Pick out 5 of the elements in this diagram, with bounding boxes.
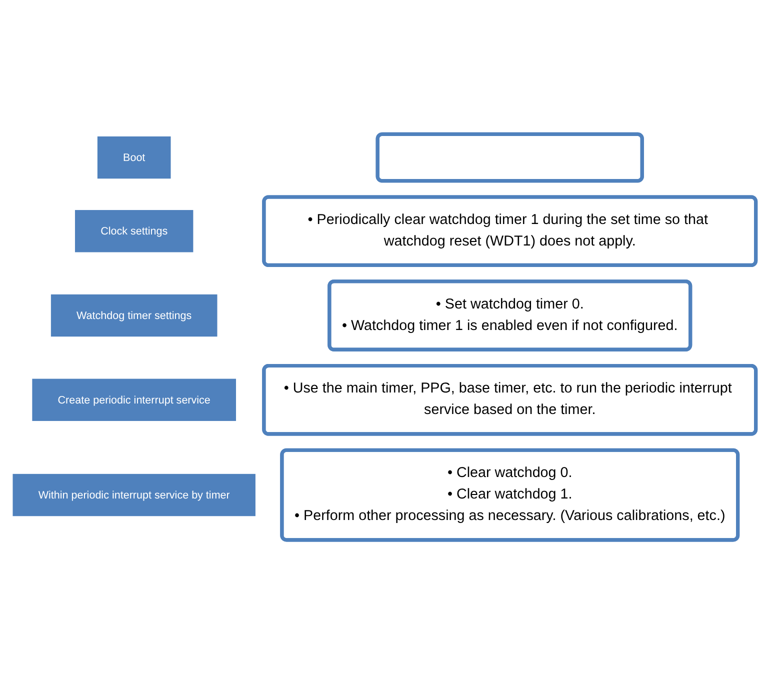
node-box: Within periodic interrupt service by timer <box>12 474 256 517</box>
node-box: Create periodic interrupt service <box>32 379 236 422</box>
node-box: Watchdog timer settings <box>50 294 218 338</box>
node-box: Clock settings <box>74 210 194 253</box>
node-box: Boot <box>97 136 171 180</box>
